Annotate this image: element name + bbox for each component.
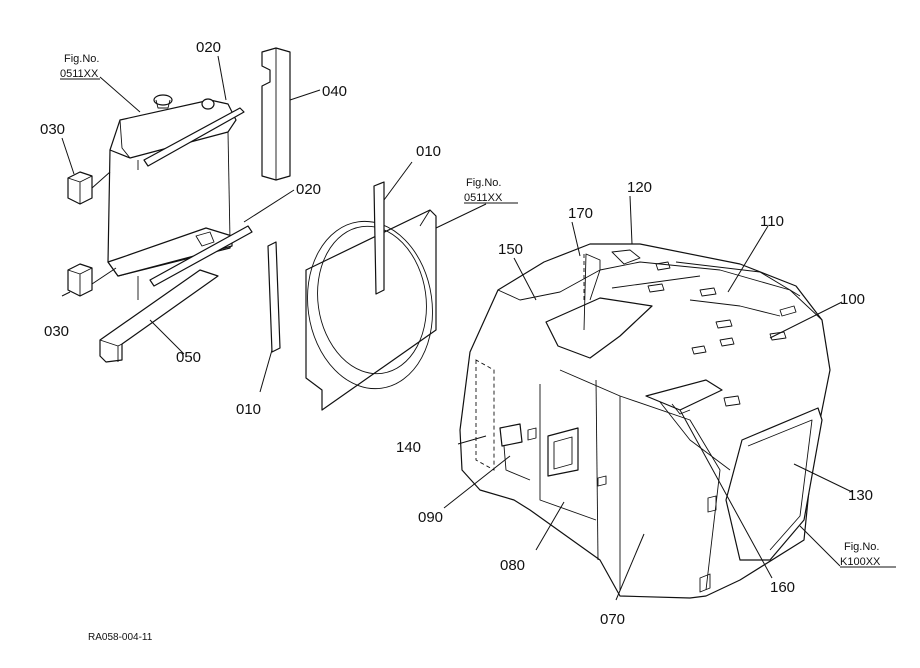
seal-strip-lower — [149, 225, 253, 287]
bracket-040 — [261, 47, 291, 181]
label-010-upper: 010 — [416, 143, 441, 160]
label-020-lower: 020 — [296, 181, 321, 198]
label-080: 080 — [500, 557, 525, 574]
fig-ref-1-code: 0511XX — [60, 68, 99, 80]
label-100: 100 — [840, 291, 865, 308]
label-130: 130 — [848, 487, 873, 504]
label-030-upper: 030 — [40, 121, 65, 138]
seal-strip-upper — [143, 107, 245, 167]
cushion-upper — [67, 171, 93, 205]
fig-ref-3-title: Fig.No. — [844, 541, 879, 553]
label-090: 090 — [418, 509, 443, 526]
label-030-lower: 030 — [44, 323, 69, 340]
label-020-upper: 020 — [196, 39, 221, 56]
fig-ref-2-code: 0511XX — [464, 192, 503, 204]
part-labels: 020 040 030 020 030 050 010 010 120 170 … — [40, 39, 873, 628]
label-070: 070 — [600, 611, 625, 628]
leader-lines — [61, 55, 853, 601]
label-050: 050 — [176, 349, 201, 366]
drawing-code: RA058-004-11 — [88, 632, 153, 643]
fig-ref-3-code: K100XX — [840, 556, 881, 568]
fan-shroud — [267, 181, 437, 411]
fig-ref-2-title: Fig.No. — [466, 177, 501, 189]
fig-ref-1-title: Fig.No. — [64, 53, 99, 65]
label-160: 160 — [770, 579, 795, 596]
figure-references: Fig.No. 0511XX Fig.No. 0511XX Fig.No. K1… — [60, 53, 896, 568]
label-170: 170 — [568, 205, 593, 222]
label-150: 150 — [498, 241, 523, 258]
guide-050 — [99, 269, 219, 363]
label-040: 040 — [322, 83, 347, 100]
cushion-lower — [67, 263, 93, 297]
hood-assembly — [459, 243, 831, 599]
label-110: 110 — [760, 213, 784, 230]
label-120: 120 — [627, 179, 652, 196]
label-140: 140 — [396, 439, 421, 456]
label-010-lower: 010 — [236, 401, 261, 418]
